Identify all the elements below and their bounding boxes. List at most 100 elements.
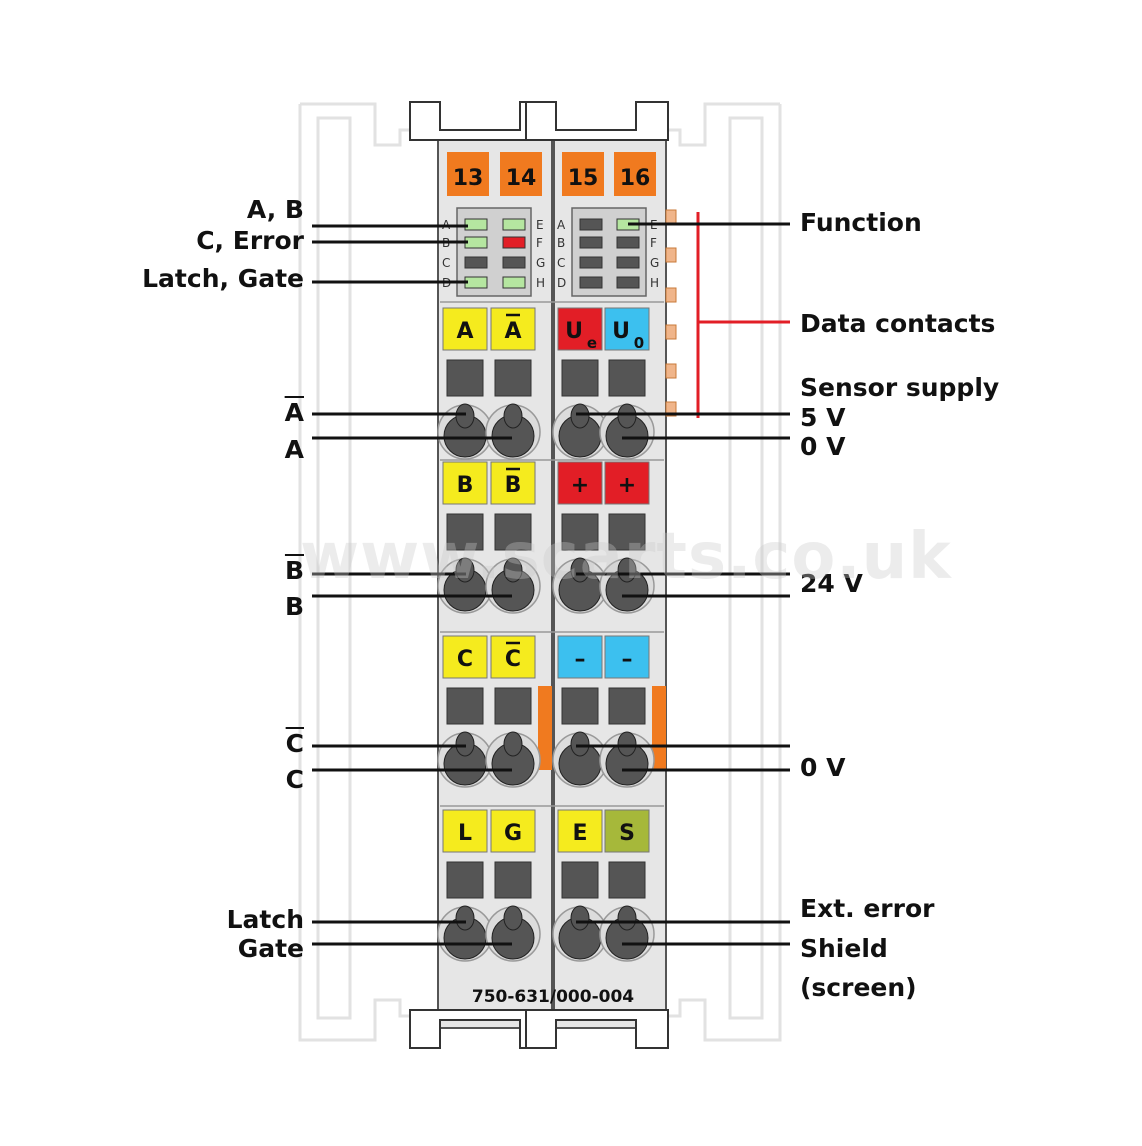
svg-text:F: F: [536, 236, 543, 250]
channel-tag: [442, 461, 488, 505]
led-c: [464, 256, 488, 269]
clamp-slot: [617, 403, 637, 429]
terminal-tab-14: [500, 152, 542, 196]
label-ext-error: Ext. error: [800, 894, 935, 923]
data-contacts-bracket: [696, 212, 790, 418]
led-d: [464, 276, 488, 289]
release-button[interactable]: [608, 687, 646, 725]
clamp-slot: [503, 557, 523, 583]
channel-tag: [557, 635, 603, 679]
channel-tag-label: A: [504, 319, 521, 344]
clamp-slot: [455, 403, 475, 429]
terminal-tab-15: [562, 152, 604, 196]
terminal-number: 13: [453, 166, 484, 191]
label-b-bar: B: [284, 556, 304, 585]
channel-tag: [604, 461, 650, 505]
terminal-number-tabs: 13 14 15 16: [447, 152, 656, 196]
clamp-slot: [503, 403, 523, 429]
release-button[interactable]: [494, 513, 532, 551]
clamp-slot: [503, 731, 523, 757]
channel-tag-label: U: [612, 319, 630, 344]
release-button[interactable]: [561, 359, 599, 397]
release-button[interactable]: [494, 687, 532, 725]
channel-tag-subscript: 0: [634, 334, 644, 352]
led-panel-right: [571, 207, 647, 297]
channel-tag-subscript: e: [587, 334, 597, 352]
led-b: [464, 236, 488, 249]
terminal-number: 14: [506, 166, 537, 191]
terminal-number: 16: [620, 166, 651, 191]
power-jumper-left: [538, 686, 552, 770]
release-button[interactable]: [446, 513, 484, 551]
channel-tag: [604, 809, 650, 853]
channel-tag-label: –: [622, 647, 633, 672]
release-button[interactable]: [561, 513, 599, 551]
release-button[interactable]: [494, 359, 532, 397]
channel-tag: [442, 635, 488, 679]
svg-text:G: G: [536, 256, 545, 270]
label-screen: (screen): [800, 973, 917, 1002]
label-0v: 0 V: [800, 753, 846, 782]
channel-tag: [442, 307, 488, 351]
release-button[interactable]: [446, 687, 484, 725]
clamp-slot: [570, 731, 590, 757]
release-button[interactable]: [446, 359, 484, 397]
channel-tag-label: A: [456, 319, 473, 344]
label-a: A: [284, 435, 304, 464]
release-button[interactable]: [608, 513, 646, 551]
clamp-slot: [617, 905, 637, 931]
release-button[interactable]: [608, 359, 646, 397]
led-g: [502, 256, 526, 269]
led-h: [502, 276, 526, 289]
row-separators: [440, 301, 664, 807]
clamp-slot: [617, 731, 637, 757]
clamp-slot: [503, 905, 523, 931]
release-button[interactable]: [561, 861, 599, 899]
terminal-number: 15: [568, 166, 599, 191]
channel-tag-label: +: [571, 473, 589, 498]
channel-tag: [604, 635, 650, 679]
label-gate: Gate: [237, 934, 304, 963]
label-c-error: C, Error: [196, 226, 304, 255]
clamp-slot: [570, 557, 590, 583]
svg-text:H: H: [536, 276, 545, 290]
label-latch-gate: Latch, Gate: [142, 264, 304, 293]
svg-text:G: G: [650, 256, 659, 270]
svg-text:B: B: [557, 236, 565, 250]
label-c-bar: C: [285, 729, 304, 758]
channel-tag: [557, 461, 603, 505]
clamp-slot: [617, 557, 637, 583]
channel-tag-label: L: [458, 821, 472, 846]
release-button[interactable]: [494, 861, 532, 899]
channel-tag-label: C: [457, 647, 473, 672]
channel-tag-label: S: [619, 821, 635, 846]
led-panel-left: [456, 207, 532, 297]
release-button[interactable]: [446, 861, 484, 899]
channel-tag-label: C: [505, 647, 521, 672]
clamp-slot: [570, 905, 590, 931]
channel-tag-label: G: [504, 821, 522, 846]
release-button[interactable]: [608, 861, 646, 899]
channel-tag: [490, 809, 536, 853]
label-sensor-supply: Sensor supply: [800, 373, 1000, 402]
leader-lines-left: [312, 224, 512, 946]
label-a-b: A, B: [246, 195, 304, 224]
label-c: C: [285, 765, 304, 794]
data-contact-pins: [665, 209, 677, 417]
channel-tag: [604, 307, 650, 351]
channel-tag-label: B: [505, 473, 522, 498]
label-a-bar: A: [284, 398, 304, 427]
clamp-slot: [455, 905, 475, 931]
channel-tag: [557, 307, 603, 351]
channel-tag-label: E: [572, 821, 587, 846]
clamp-slot: [455, 731, 475, 757]
led-e: [502, 218, 526, 231]
clamp-slot: [570, 403, 590, 429]
label-function: Function: [800, 208, 922, 237]
clamp-slot: [455, 557, 475, 583]
leader-lines-right: [576, 222, 790, 946]
channel-tag: [557, 809, 603, 853]
svg-text:C: C: [442, 256, 450, 270]
release-button[interactable]: [561, 687, 599, 725]
